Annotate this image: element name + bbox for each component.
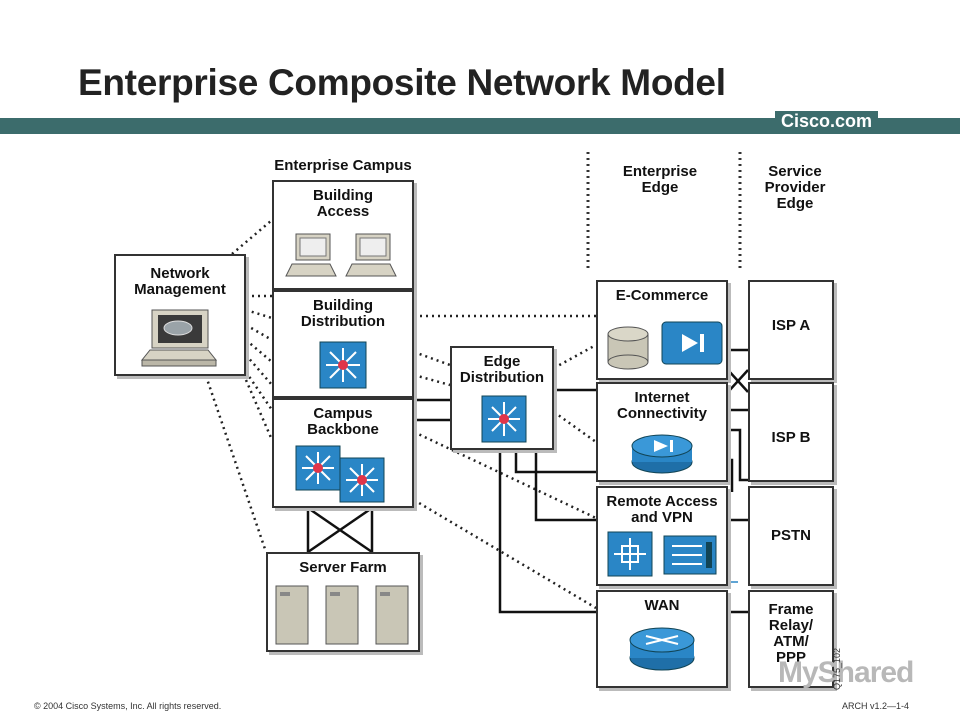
module-remote-access-vpn[interactable]: Remote Access and VPN [596,486,728,586]
internet-connectivity-label: Internet Connectivity [598,390,726,422]
figure-code: Q175_102 [832,647,842,690]
module-network-management[interactable]: Network Management [114,254,246,376]
course-code: ARCH v1.2—1-4 [842,701,910,711]
backbone-switch-icons [295,445,385,503]
label-line: Campus [313,405,373,422]
multilayer-switch-icon [295,445,341,491]
label-line: Connectivity [616,405,707,422]
label-line: and VPN [631,509,693,526]
pstn-label: PSTN [770,527,811,544]
server-icon [375,585,409,645]
module-building-distribution[interactable]: Building Distribution [272,290,414,398]
multilayer-switch-icon [481,395,527,443]
section-edge-line1: Enterprise [622,163,698,180]
label-line: Backbone [307,421,379,438]
module-pstn[interactable]: PSTN [748,486,834,586]
section-sp-line1: Service [768,163,822,180]
server-icon [275,585,309,645]
label-line: Edge [483,353,521,370]
module-internet-connectivity[interactable]: Internet Connectivity [596,382,728,482]
module-wan[interactable]: WAN [596,590,728,688]
access-server-icon [607,531,653,577]
building-access-label: Building Access [274,188,412,220]
remote-access-label: Remote Access and VPN [598,494,726,526]
label-line: Remote Access [606,493,718,510]
label-line: Distribution [459,369,545,386]
isp-b-label: ISP B [771,429,811,446]
label-line: Relay/ [768,617,814,634]
solid-links [306,348,749,614]
module-isp-a[interactable]: ISP A [748,280,834,380]
router-icon [629,627,695,671]
label-line: Access [316,203,370,220]
section-campus: Enterprise Campus [274,157,412,174]
server-farm-label: Server Farm [299,559,387,576]
database-icon [607,326,649,370]
multilayer-switch-icon [319,341,367,389]
ecommerce-label: E-Commerce [615,287,709,304]
firewall-icon [661,321,723,365]
label-line: PPP [775,649,806,666]
pc-icon [285,233,337,277]
isp-a-label: ISP A [771,317,811,334]
module-server-farm[interactable]: Server Farm [266,552,420,652]
vpn-icons [607,531,717,577]
label-line: ATM/ [773,633,809,650]
building-distribution-label: Building Distribution [274,298,412,330]
label-line: Internet [634,389,690,406]
watermark: MyShared [778,656,914,689]
module-frame-relay[interactable]: Frame Relay/ ATM/ PPP [748,590,834,688]
label-line: Frame [768,601,814,618]
module-ecommerce[interactable]: E-Commerce [596,280,728,380]
section-sp-line3: Edge [776,195,814,212]
ecommerce-icons [607,321,723,370]
module-edge-distribution[interactable]: Edge Distribution [450,346,554,450]
campus-backbone-label: Campus Backbone [274,406,412,438]
label-line: Network [150,265,210,282]
label-line: Building [313,297,373,314]
management-links [204,219,597,610]
server-icons [275,585,409,645]
multilayer-switch-icon [339,457,385,503]
label-line: Management [134,281,226,298]
label-line: Building [313,187,373,204]
firewall-icon [631,434,693,474]
server-icon [325,585,359,645]
section-edge-line2: Edge [641,179,679,196]
section-sp-line2: Provider [764,179,826,196]
frame-relay-label: Frame Relay/ ATM/ PPP [750,602,832,666]
copyright: © 2004 Cisco Systems, Inc. All rights re… [34,701,222,711]
wan-label: WAN [644,597,680,614]
workstation-icon [140,309,218,367]
label-line: Distribution [300,313,386,330]
section-enterprise-edge: Enterprise Edge [610,164,710,196]
network-management-label: Network Management [116,266,244,298]
module-building-access[interactable]: Building Access [272,180,414,290]
vpn-concentrator-icon [663,535,717,575]
brand-label: Cisco.com [774,111,878,132]
edge-distribution-label: Edge Distribution [452,354,552,386]
header-bar [0,118,960,134]
module-campus-backbone[interactable]: Campus Backbone [272,398,414,508]
slide-title: Enterprise Composite Network Model [78,62,726,103]
module-isp-b[interactable]: ISP B [748,382,834,482]
pc-icon [345,233,397,277]
section-sp-edge: Service Provider Edge [750,164,840,212]
pc-icons [285,233,397,277]
